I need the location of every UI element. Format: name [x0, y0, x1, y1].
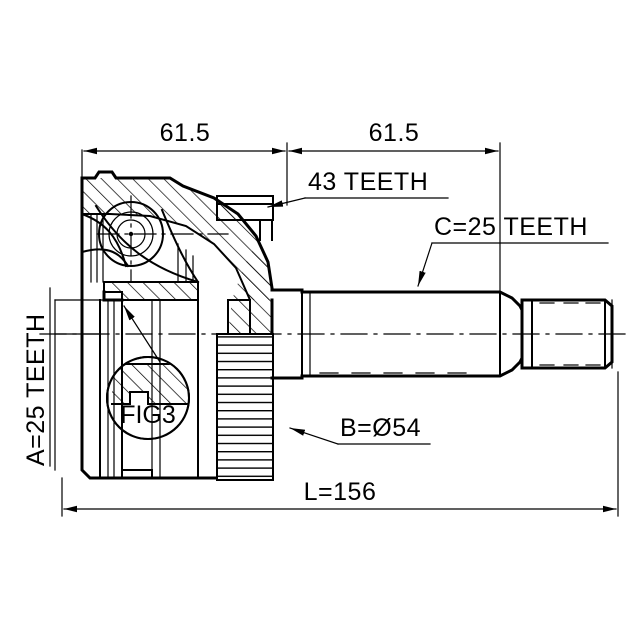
- detail-label-fig3: FIG3: [120, 401, 176, 429]
- label-43-teeth: 43 TEETH: [308, 168, 428, 196]
- dimension-value-bottom: L=156: [304, 478, 377, 506]
- spline-tick-marks: [319, 302, 601, 374]
- label-43-teeth-group: 43 TEETH: [267, 168, 449, 208]
- label-b-diameter: B=Ø54: [340, 414, 421, 442]
- label-43-leader: [267, 197, 306, 208]
- inner-race-hatch: [104, 282, 198, 300]
- abs-ring-outline: [216, 333, 274, 481]
- bell-wall-hatch-right: [228, 240, 272, 334]
- label-b-diameter-group: B=Ø54: [289, 414, 431, 445]
- bell-bottom-corner: [80, 468, 92, 480]
- label-a25-teeth-group: A=25 TEETH: [22, 287, 51, 467]
- detail-hatch: [112, 364, 188, 404]
- detail-leader-line: [123, 305, 161, 363]
- ball-center-dot: [128, 231, 134, 237]
- cage-arc-lower-left: [80, 248, 130, 268]
- label-a25-teeth: A=25 TEETH: [22, 313, 50, 466]
- dimension-group-bottom: L=156: [61, 371, 619, 517]
- label-c25-teeth: C=25 TEETH: [434, 213, 588, 241]
- abs-ring-upper-hatch: [217, 204, 272, 220]
- inner-race-step: [102, 290, 124, 302]
- label-c25-teeth-group: C=25 TEETH: [417, 213, 609, 287]
- dimension-group-top: 61.5 61.5: [81, 119, 501, 301]
- label-c25-leader: [417, 242, 433, 287]
- detail-circle-outline: [106, 356, 190, 440]
- abs-tone-ring: [216, 195, 274, 481]
- bell-step-contour: [227, 299, 251, 335]
- dimension-value-left: 61.5: [160, 119, 211, 147]
- label-b-leader: [289, 427, 339, 445]
- cage-arc-right: [160, 208, 200, 284]
- output-shaft: [270, 288, 614, 380]
- cage-arc-sweep: [94, 204, 200, 284]
- bell-bottom-notch: [121, 469, 153, 479]
- bell-outer-profile-top: [80, 170, 274, 290]
- bell-inner-contour: [81, 213, 251, 335]
- dimension-value-right: 61.5: [369, 119, 420, 147]
- abs-ring-teeth-pattern: [217, 334, 273, 480]
- cage-arc-upper-left: [80, 212, 128, 268]
